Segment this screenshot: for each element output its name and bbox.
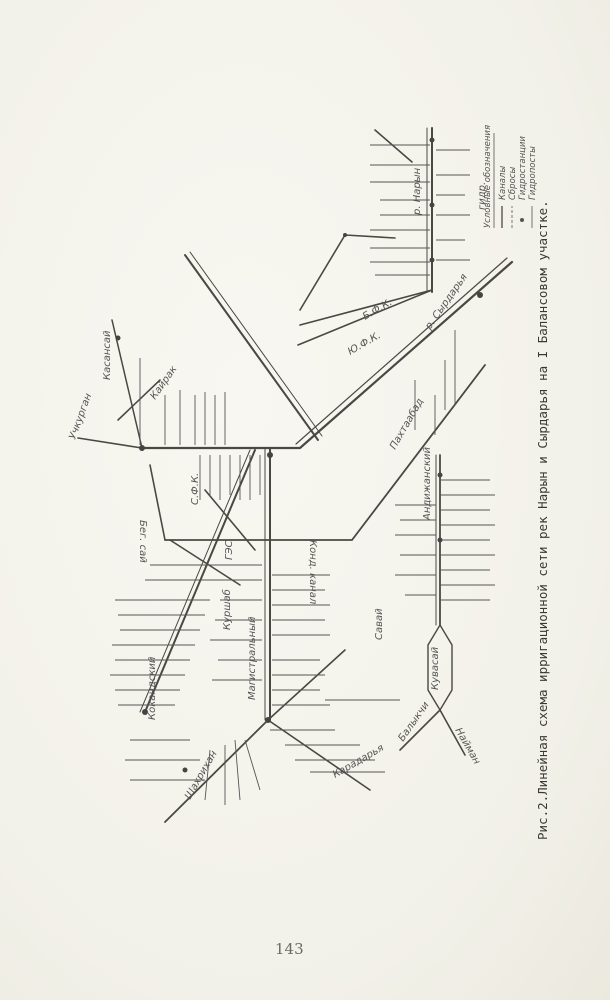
label-andijan: Андижанский	[422, 446, 433, 521]
label-kasan: Касансай	[102, 330, 113, 380]
label-yufk: Ю.Ф.К.	[346, 330, 383, 358]
fan-line-2	[297, 289, 433, 346]
label-syrdarya: р. Сырдарья	[423, 272, 470, 333]
lower-fork-left	[164, 719, 269, 823]
offtake-arrows	[110, 144, 495, 805]
left-branch	[111, 319, 143, 449]
label-karadarya: Карадарья	[331, 743, 386, 781]
label-r-gidro: гидр.	[477, 182, 488, 210]
label-kokand: Кокандский	[147, 656, 158, 720]
left-branch-3	[117, 379, 161, 421]
label-sfk: С.Ф.К.	[190, 473, 201, 505]
legend: Условные обозначения Каналы Сбросы Гидро…	[483, 125, 538, 228]
fan-line-3	[299, 234, 346, 311]
legend-title: Условные обозначения	[483, 125, 493, 228]
fan-line-4	[344, 234, 396, 239]
label-bfk: Б.Ф.К.	[361, 297, 394, 323]
page-number: 143	[275, 940, 304, 958]
bfk-canal	[184, 254, 319, 441]
label-kuvasai: Кувасай	[430, 646, 441, 690]
label-savai: Савай	[374, 608, 385, 640]
yufk-canal	[144, 449, 256, 713]
label-kayrak: Кайрак	[148, 364, 179, 402]
left-branch-2	[77, 437, 143, 449]
label-naryn: р. Нарын	[412, 167, 423, 216]
node-dots	[115, 137, 483, 773]
south-fergana-lower	[149, 464, 166, 541]
fan-line-1	[299, 289, 433, 326]
lower-fork-right	[267, 719, 371, 791]
figure-caption: Рис.2.Линейная схема ирригационной сети …	[535, 200, 550, 840]
fork-right	[439, 709, 466, 756]
label-mazhazi: Магистральный	[247, 616, 258, 700]
kanal-link	[169, 539, 241, 586]
label-beg: Бег. сай	[137, 520, 148, 563]
legend-item-4: Гидропосты	[528, 146, 538, 200]
legend-item-1: Каналы	[498, 166, 508, 200]
label-ges: ГЭС	[224, 540, 235, 560]
label-balyk: Балыкчи	[396, 700, 432, 744]
label-uchkurgan: Учкурган	[67, 392, 94, 442]
lower-diag	[267, 649, 346, 721]
yufk-canal-b	[139, 449, 251, 713]
label-shahrikhan: Шахрихан	[183, 749, 220, 802]
legend-item-2: Сбросы	[508, 167, 518, 200]
kanal-link2	[204, 489, 256, 551]
label-kurshab: Куршаб	[221, 589, 233, 630]
label-naiman: Найман	[452, 726, 482, 767]
bfk-canal-b	[189, 251, 323, 437]
legend-item-3: Гидростанции	[518, 136, 528, 200]
south-fergana-canal	[164, 364, 486, 541]
naryn-river-line	[140, 260, 514, 450]
label-konds: Конд. канал	[307, 540, 318, 605]
fan-line-5	[374, 129, 413, 163]
scheme-labels: р. Нарын р. Сырдарья Б.Ф.К. С.Ф.К. Ю.Ф.К…	[67, 167, 488, 801]
label-pakhtaabad: Пахтаабад	[387, 396, 426, 451]
fork-left	[399, 709, 441, 751]
naryn-river-line-b	[295, 257, 508, 445]
